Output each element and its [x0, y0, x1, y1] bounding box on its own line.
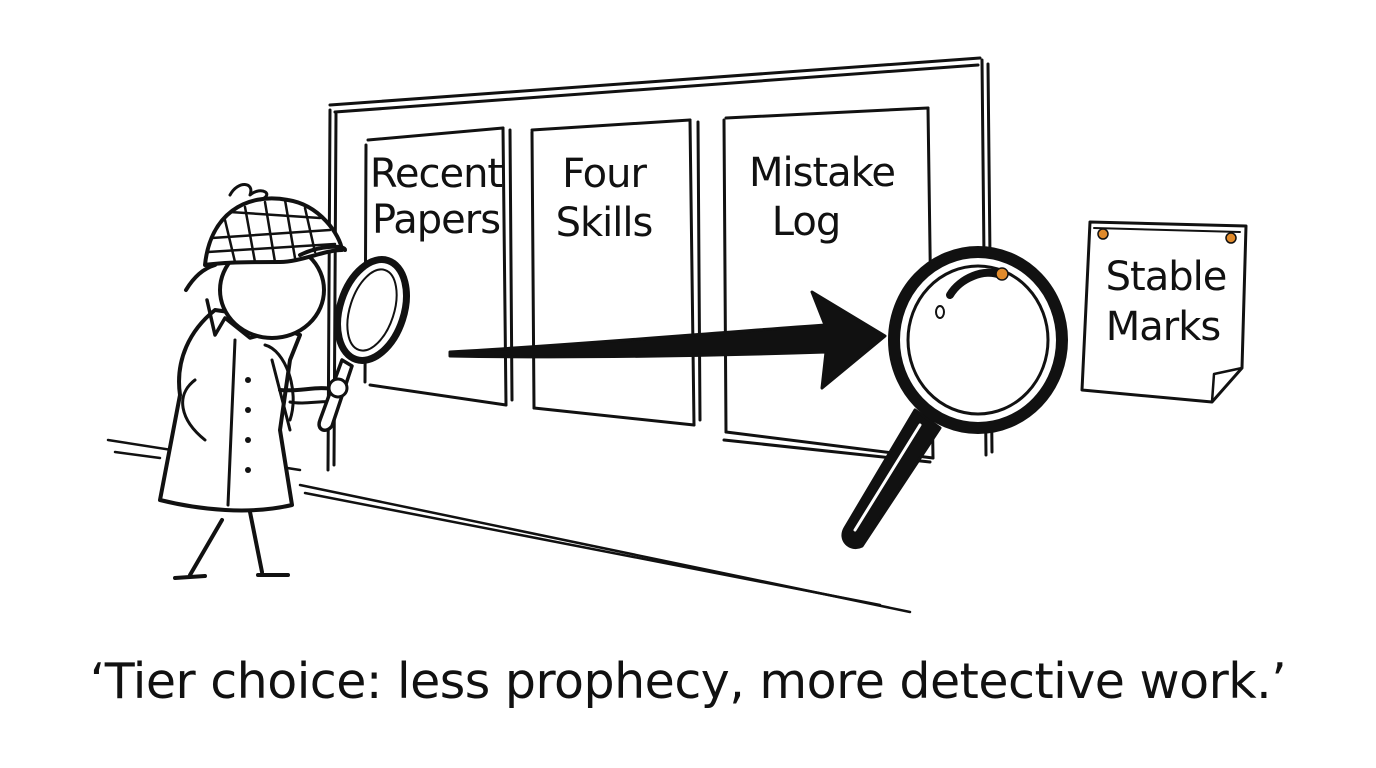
panel-title-line1: Recent [370, 151, 503, 197]
pushpin-icon [1225, 232, 1237, 244]
board-panel-four-skills: Four Skills [530, 118, 702, 427]
panel-title-line2: Log [772, 199, 840, 245]
panel-title-line2: Papers [372, 197, 500, 243]
caption: ‘Tier choice: less prophecy, more detect… [90, 653, 1287, 710]
magnifying-glass-icon [317, 256, 410, 432]
sticky-note: Stable Marks [1080, 220, 1248, 404]
note-line1: Stable [1106, 254, 1227, 300]
detective-figure [158, 183, 410, 580]
arrow-right-icon [448, 290, 887, 390]
pushpin-icon [1097, 228, 1109, 240]
panel-title-line1: Four [562, 151, 647, 197]
panel-title-line2: Skills [556, 200, 653, 246]
coat-buttons [245, 377, 251, 473]
board-panel-recent-papers: Recent Papers [363, 126, 514, 407]
note-line2: Marks [1106, 304, 1220, 350]
panel-title-line1: Mistake [749, 150, 895, 196]
deerstalker-hat-icon [184, 183, 347, 292]
large-magnifying-glass-icon [841, 246, 1068, 549]
